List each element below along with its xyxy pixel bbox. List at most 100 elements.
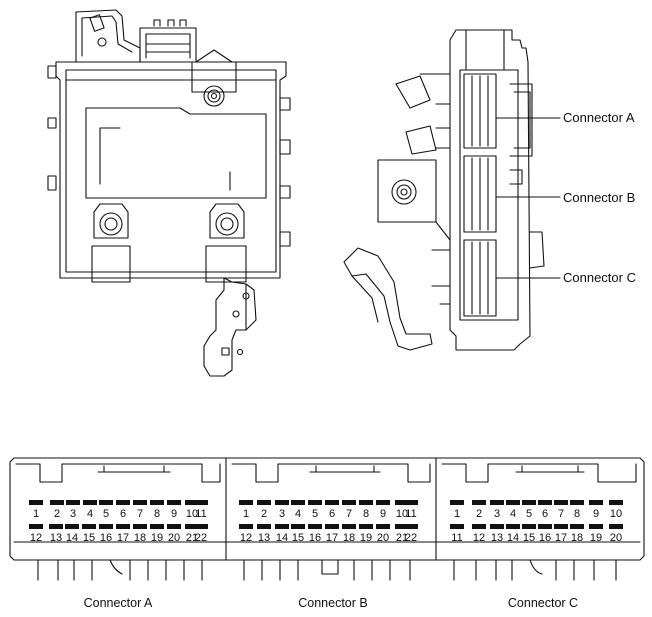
caption-connector-b: Connector B — [298, 596, 368, 610]
pin-slot — [395, 524, 409, 529]
pin-slot — [342, 500, 356, 505]
pin-slot — [150, 500, 164, 505]
pin-slot — [472, 524, 486, 529]
pin-slot — [554, 524, 568, 529]
pin-number-top: 4 — [509, 508, 517, 520]
pin-slot — [275, 500, 289, 505]
pin-slot — [308, 524, 322, 529]
pin-number-bottom: 19 — [150, 532, 164, 544]
pin-number-top: 8 — [153, 508, 161, 520]
pin-slot — [450, 500, 464, 505]
pin-slot — [554, 500, 568, 505]
pin-slot — [66, 500, 80, 505]
pin-slot — [99, 524, 113, 529]
pin-slot — [609, 500, 623, 505]
pin-number-bottom: 16 — [538, 532, 552, 544]
pin-number-top: 9 — [379, 508, 387, 520]
pin-number-top: 11 — [195, 508, 207, 520]
pin-number-bottom: 22 — [404, 532, 418, 544]
pin-slot — [29, 500, 43, 505]
pin-number-top: 3 — [493, 508, 501, 520]
pin-slot — [490, 524, 504, 529]
pin-number-top: 7 — [136, 508, 144, 520]
pin-slot — [538, 500, 552, 505]
pin-slot — [342, 524, 356, 529]
pin-number-bottom: 15 — [291, 532, 305, 544]
pin-slot — [506, 524, 520, 529]
pin-number-top: 10 — [609, 508, 623, 520]
connector-strip — [9, 457, 645, 581]
pin-slot — [538, 524, 552, 529]
pin-number-bottom: 14 — [65, 532, 79, 544]
pin-number-top: 10 — [185, 508, 199, 520]
pin-number-bottom: 18 — [133, 532, 147, 544]
pin-slot — [589, 500, 603, 505]
pin-number-top: 9 — [592, 508, 600, 520]
pin-slot — [239, 524, 253, 529]
pin-number-bottom: 21 — [395, 532, 409, 544]
pin-slot — [185, 524, 199, 529]
pin-number-bottom: 15 — [82, 532, 96, 544]
pin-slot — [570, 524, 584, 529]
caption-connector-a: Connector A — [83, 596, 153, 610]
pin-slot — [522, 524, 536, 529]
pin-number-bottom: 12 — [239, 532, 253, 544]
pin-slot — [194, 524, 208, 529]
pin-number-bottom: 20 — [167, 532, 181, 544]
pin-number-top: 7 — [557, 508, 565, 520]
pin-number-bottom: 18 — [342, 532, 356, 544]
pin-slot — [50, 500, 64, 505]
pin-number-bottom: 13 — [49, 532, 63, 544]
pin-number-bottom: 20 — [376, 532, 390, 544]
pin-slot — [404, 500, 418, 505]
pin-number-top: 2 — [475, 508, 483, 520]
pin-slot — [522, 500, 536, 505]
pin-number-top: 11 — [405, 508, 417, 520]
pin-slot — [194, 500, 208, 505]
pin-slot — [325, 524, 339, 529]
pin-number-top: 2 — [260, 508, 268, 520]
module-side-view — [343, 29, 545, 351]
pin-number-top: 6 — [541, 508, 549, 520]
pin-slot — [490, 500, 504, 505]
pin-number-bottom: 17 — [554, 532, 568, 544]
pin-slot — [29, 524, 43, 529]
pin-slot — [257, 524, 271, 529]
pin-number-top: 6 — [328, 508, 336, 520]
pin-slot — [167, 500, 181, 505]
pin-slot — [376, 500, 390, 505]
pin-number-bottom: 16 — [99, 532, 113, 544]
module-front-view — [47, 9, 291, 377]
pin-number-bottom: 21 — [185, 532, 199, 544]
pin-slot — [570, 500, 584, 505]
pin-number-top: 5 — [525, 508, 533, 520]
pin-slot — [359, 500, 373, 505]
pin-number-top: 3 — [278, 508, 286, 520]
pin-number-bottom: 14 — [275, 532, 289, 544]
pin-slot — [609, 524, 623, 529]
pin-number-bottom: 19 — [359, 532, 373, 544]
pin-number-bottom: 13 — [490, 532, 504, 544]
pin-slot — [150, 524, 164, 529]
pin-number-bottom: 15 — [522, 532, 536, 544]
pin-number-bottom: 13 — [257, 532, 271, 544]
pin-number-bottom: 11 — [451, 532, 463, 544]
pin-slot — [133, 524, 147, 529]
callout-connector-c: Connector C — [563, 270, 636, 285]
pin-number-top: 2 — [53, 508, 61, 520]
pin-slot — [472, 500, 486, 505]
caption-connector-c: Connector C — [507, 596, 579, 610]
pin-number-top: 7 — [345, 508, 353, 520]
pin-number-bottom: 17 — [325, 532, 339, 544]
pin-number-top: 6 — [119, 508, 127, 520]
pin-number-bottom: 18 — [570, 532, 584, 544]
pin-slot — [239, 500, 253, 505]
pin-slot — [450, 524, 464, 529]
pin-number-bottom: 22 — [194, 532, 208, 544]
pin-number-bottom: 16 — [308, 532, 322, 544]
pin-number-top: 3 — [69, 508, 77, 520]
pin-slot — [275, 524, 289, 529]
pin-number-top: 4 — [86, 508, 94, 520]
pin-slot — [116, 500, 130, 505]
